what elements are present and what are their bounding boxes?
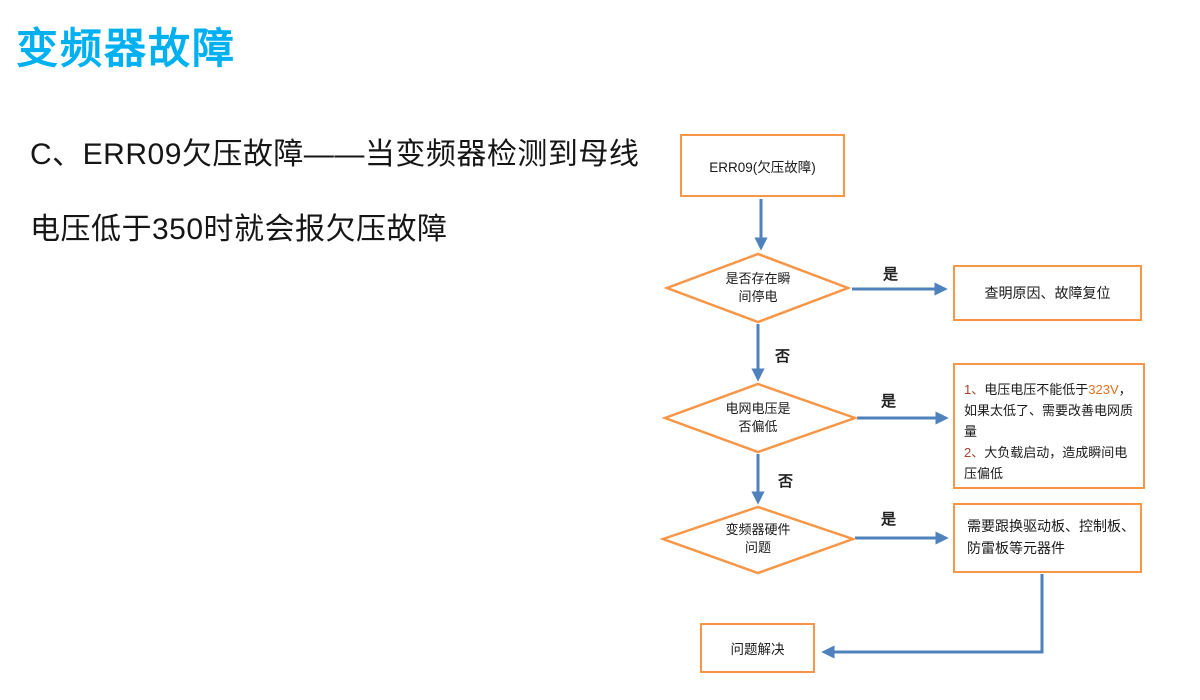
arrow-result3-to-end	[821, 574, 1044, 659]
start-node: ERR09(欠压故障)	[680, 134, 845, 197]
no-label-1: 否	[775, 348, 791, 365]
decision3-line2: 问题	[744, 540, 771, 555]
result2-item1-text-pre: 电压电压不能低于	[984, 382, 1089, 397]
decision3-line1: 变频器硬件	[725, 521, 791, 537]
result1-node: 查明原因、故障复位	[953, 265, 1142, 321]
result2-item2-text: 大负载启动，造成瞬间电压偏低	[964, 445, 1128, 482]
result2-item2-number: 2、	[964, 445, 985, 461]
intro-text-line2: 电压低于350时就会报欠压故障	[30, 213, 448, 246]
result3-line1: 需要跟换驱动板、控制板、	[967, 518, 1135, 535]
result2-item1: 1、电压电压不能低于323V，如果太低了、需要改善电网质量	[964, 379, 1136, 442]
start-node-label: ERR09(欠压故障)	[709, 159, 816, 175]
result2-item1-voltage: 323V	[1088, 382, 1119, 397]
no-label-2: 否	[778, 473, 794, 490]
decision2-line2: 否偏低	[738, 419, 778, 434]
end-node: 问题解决	[700, 623, 815, 673]
result3-line2: 防雷板等元器件	[967, 540, 1065, 556]
decision1-label: 是否存在瞬 间停电	[668, 261, 848, 315]
decision3-label: 变频器硬件 问题	[668, 512, 848, 566]
yes-label-1: 是	[883, 266, 899, 283]
decision2-line1: 电网电压是	[725, 400, 791, 416]
page-title: 变频器故障	[16, 25, 237, 72]
intro-text-line1: C、ERR09欠压故障——当变频器检测到母线	[30, 138, 640, 171]
decision1-line1: 是否存在瞬	[725, 270, 791, 286]
end-node-label: 问题解决	[730, 642, 785, 657]
decision1-diamond	[663, 252, 852, 324]
result1-label: 查明原因、故障复位	[984, 285, 1111, 301]
yes-label-2: 是	[881, 393, 897, 410]
result2-item2: 2、大负载启动，造成瞬间电压偏低	[964, 442, 1136, 484]
decision3-diamond	[659, 505, 857, 575]
result2-item1-number: 1、	[964, 382, 985, 397]
result2-node: 1、电压电压不能低于323V，如果太低了、需要改善电网质量 2、大负载启动，造成…	[953, 363, 1145, 489]
decision1-line2: 间停电	[738, 289, 778, 304]
yes-label-3: 是	[881, 511, 897, 528]
decision2-label: 电网电压是 否偏低	[668, 391, 848, 445]
result3-node: 需要跟换驱动板、控制板、 防雷板等元器件	[953, 503, 1142, 573]
result2-item1-text-post: ，如果太低了、需要改善电网质量	[964, 382, 1134, 440]
decision2-diamond	[661, 382, 859, 454]
